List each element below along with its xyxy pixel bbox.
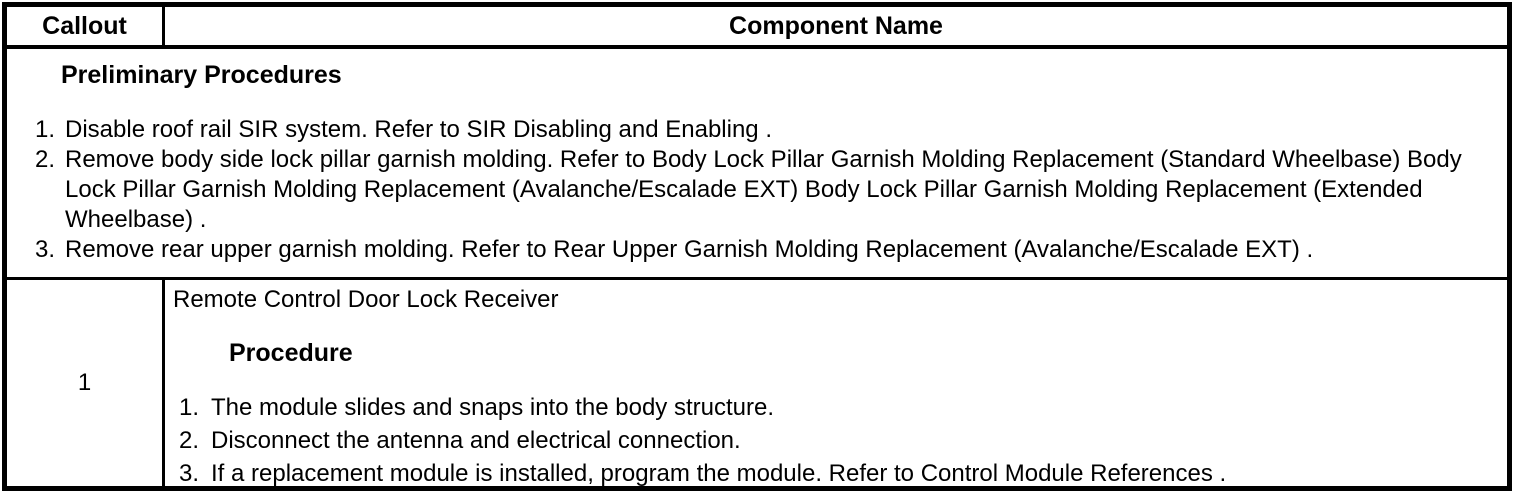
preliminary-procedures-section: Preliminary Procedures 1. Disable roof r… — [7, 49, 1507, 280]
list-item: 2. Remove body side lock pillar garnish … — [35, 145, 1487, 235]
list-item-number: 3. — [35, 236, 56, 263]
procedure-title: Procedure — [229, 339, 353, 367]
procedure-steps-list: 1. The module slides and snaps into the … — [179, 391, 1495, 490]
list-item-text: Remove body side lock pillar garnish mol… — [65, 146, 1462, 233]
list-item: 2. Disconnect the antenna and electrical… — [179, 424, 1495, 457]
component-name: Remote Control Door Lock Receiver — [173, 286, 559, 313]
list-item: 1. Disable roof rail SIR system. Refer t… — [35, 115, 1487, 145]
list-item-text: Disable roof rail SIR system. Refer to S… — [65, 116, 772, 143]
callout-number: 1 — [7, 280, 165, 486]
component-name-column-header: Component Name — [729, 11, 943, 40]
component-cell: Remote Control Door Lock Receiver Proced… — [165, 280, 1507, 487]
list-item-text: Remove rear upper garnish molding. Refer… — [65, 236, 1314, 263]
list-item: 1. The module slides and snaps into the … — [179, 391, 1495, 424]
preliminary-steps-list: 1. Disable roof rail SIR system. Refer t… — [35, 115, 1487, 265]
component-callout-table: Callout Component Name Preliminary Proce… — [2, 2, 1512, 491]
list-item-text: Disconnect the antenna and electrical co… — [211, 427, 741, 454]
table-header-row: Callout Component Name — [7, 7, 1507, 49]
list-item: 3. Remove rear upper garnish molding. Re… — [35, 235, 1487, 265]
preliminary-procedures-title: Preliminary Procedures — [61, 61, 342, 89]
list-item-number: 1. — [179, 394, 200, 421]
list-item-number: 1. — [35, 116, 56, 143]
table-row: 1 Remote Control Door Lock Receiver Proc… — [7, 280, 1507, 487]
list-item-text: The module slides and snaps into the bod… — [211, 394, 774, 421]
list-item-number: 2. — [35, 146, 56, 173]
list-item-number: 2. — [179, 427, 200, 454]
list-item-number: 3. — [179, 460, 200, 487]
list-item: 3. If a replacement module is installed,… — [179, 457, 1495, 490]
callout-column-header: Callout — [7, 7, 165, 45]
list-item-text: If a replacement module is installed, pr… — [211, 460, 1227, 487]
